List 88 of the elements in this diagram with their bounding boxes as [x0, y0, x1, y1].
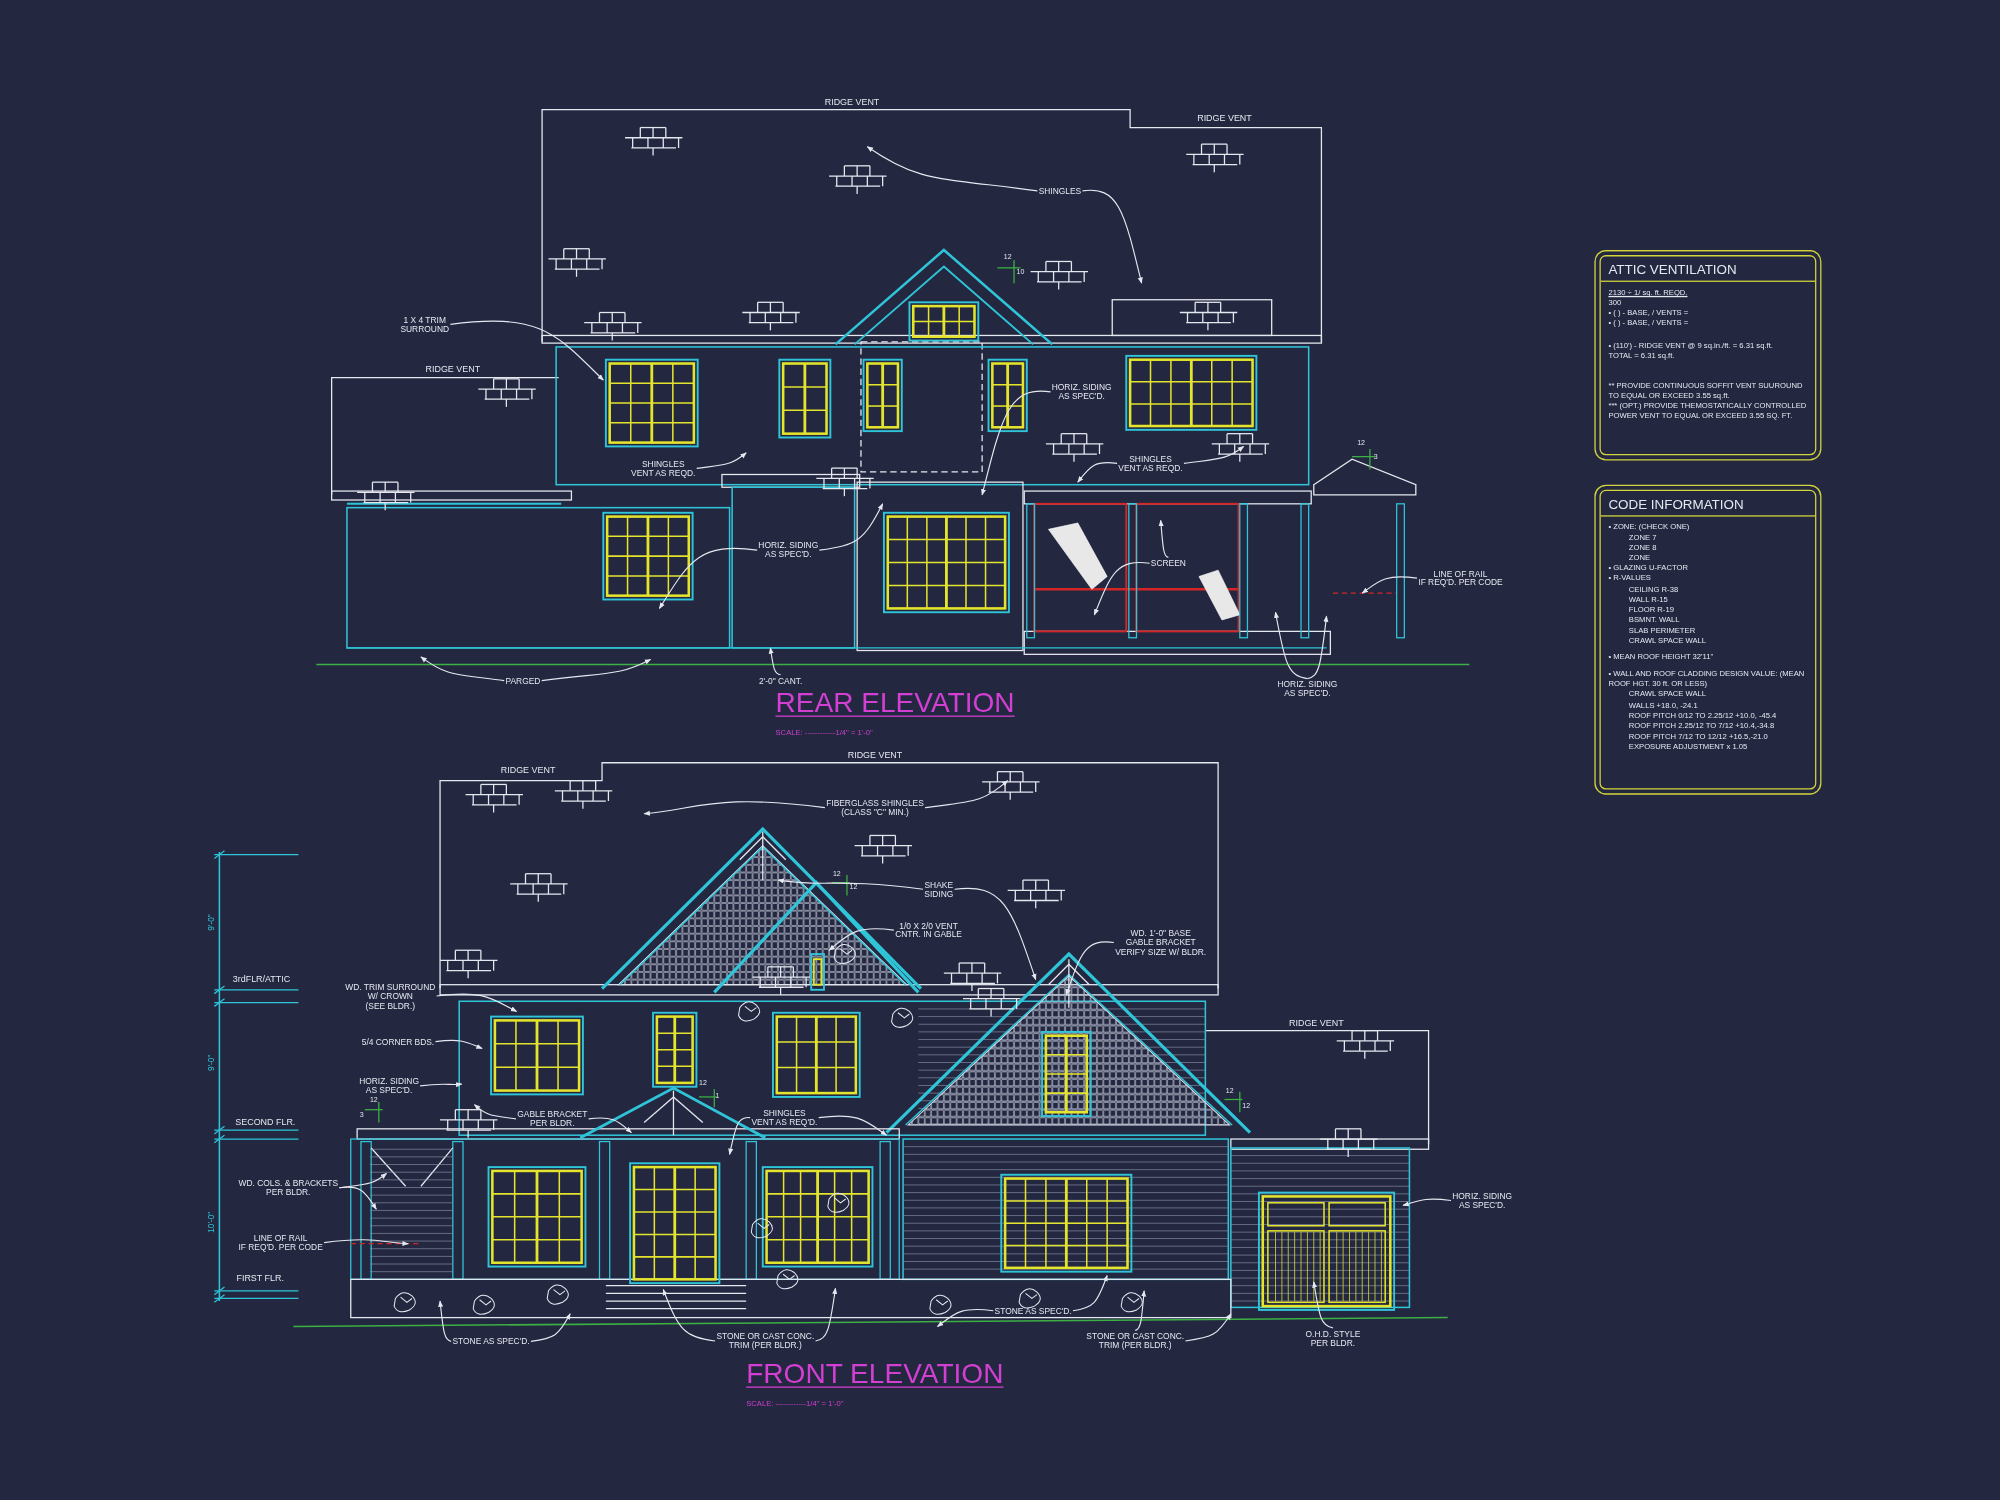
- leader-line: [541, 658, 652, 682]
- leader-line: [473, 1104, 517, 1120]
- leader-line: [1184, 1313, 1232, 1342]
- note-label: HORIZ. SIDING AS SPEC'D.: [1452, 1191, 1513, 1210]
- panel-heading: ATTIC VENTILATION: [1600, 258, 1816, 282]
- leader-line: [338, 1172, 388, 1189]
- leader-line: [436, 993, 518, 1013]
- leader-line: [777, 878, 924, 890]
- note-label: 3rdFLR/ATTIC: [232, 974, 291, 984]
- leader-line: [1077, 462, 1118, 483]
- note-label: RIDGE VENT: [1197, 113, 1252, 123]
- leader-line: [1081, 189, 1143, 284]
- note-label: WD. 1'-0" BASE GABLE BRACKET VERIFY SIZE W/ BLDR.: [1115, 928, 1207, 957]
- leader-line: [924, 780, 1009, 809]
- note-label: LINE OF RAIL IF REQ'D. PER CODE: [1418, 568, 1503, 588]
- note-label: RIDGE VENT: [500, 765, 556, 775]
- leader-line: [662, 1288, 716, 1342]
- leader-line: [449, 320, 604, 381]
- note-label: SHINGLES VENT AS REQD.: [1118, 454, 1183, 473]
- leader-line: [588, 1117, 632, 1134]
- note-label: SHINGLES VENT AS REQD.: [631, 459, 696, 478]
- notes-panel: [1594, 484, 1822, 795]
- note-label: HORIZ. SIDING AS SPEC'D.: [359, 1076, 419, 1096]
- note-label: LINE OF RAIL IF REQ'D. PER CODE: [238, 1233, 323, 1252]
- note-label: 5/4 CORNER BDS.: [361, 1037, 435, 1047]
- leader-line: [643, 801, 826, 816]
- leader-line: [1072, 1274, 1108, 1312]
- note-label: RIDGE VENT: [824, 96, 880, 106]
- leader-line: [434, 1039, 483, 1050]
- leader-line: [818, 503, 884, 551]
- notes-panel: [1594, 250, 1822, 461]
- leader-line: [936, 1308, 994, 1328]
- note-label: 1/0 X 2/0 VENT CNTR. IN GABLE: [895, 920, 962, 940]
- leader-line: [768, 647, 782, 676]
- note-label: SHAKE SIDING: [924, 880, 954, 899]
- leader-line: [1093, 562, 1151, 616]
- note-label: FIRST FLR.: [236, 1272, 284, 1282]
- note-label: RIDGE VENT: [1289, 1017, 1344, 1027]
- note-label: SECOND FLR.: [235, 1117, 296, 1127]
- leader-line: [530, 1313, 571, 1342]
- leader-line: [818, 1115, 888, 1136]
- leader-line: [1065, 941, 1115, 996]
- leader-line: [1183, 445, 1245, 464]
- note-label: GABLE BRACKET PER BLDR.: [517, 1109, 588, 1129]
- leader-line: [438, 1300, 452, 1342]
- leader-line: [419, 1082, 463, 1088]
- leader-line: [954, 887, 1037, 981]
- leader-line: [323, 1239, 409, 1246]
- note-label: STONE AS SPEC'D.: [452, 1336, 530, 1346]
- leader-line: [815, 1287, 838, 1342]
- leader-line: [728, 1116, 751, 1155]
- dimension-text: 10'-0": [207, 1211, 216, 1233]
- leader-line: [1274, 611, 1308, 680]
- note-label: RIDGE VENT: [425, 364, 481, 374]
- note-label: STONE AS SPEC'D.: [994, 1306, 1072, 1316]
- note-label: 2'-0" CANT.: [758, 676, 803, 686]
- view-title: REAR ELEVATION: [775, 688, 1015, 717]
- note-label: PARGED: [505, 676, 541, 686]
- leader-line: [1402, 1198, 1452, 1207]
- dimension-text: 9'-0": [207, 1054, 216, 1072]
- note-label: O.H.D. STYLE PER BLDR.: [1305, 1329, 1361, 1348]
- note-label: SCREEN: [1150, 558, 1186, 568]
- leader-line: [1134, 1290, 1147, 1331]
- note-label: RIDGE VENT: [847, 750, 903, 759]
- leader-line: [1312, 1281, 1334, 1329]
- note-label: 1 X 4 TRIM SURROUND: [400, 315, 450, 334]
- dimension-text: 9'-0": [207, 914, 216, 931]
- note-label: HORIZ. SIDING AS SPEC'D.: [1051, 382, 1112, 402]
- note-label: SHINGLES VENT AS REQ'D.: [751, 1108, 818, 1127]
- note-label: STONE OR CAST CONC. TRIM (PER BLDR.): [716, 1331, 815, 1351]
- note-label: WD. TRIM SURROUND W/ CROWN (SEE BLDR.): [345, 982, 436, 1010]
- panel-heading: CODE INFORMATION: [1600, 493, 1816, 517]
- leader-line: [866, 146, 1038, 192]
- leader-line: [828, 928, 895, 951]
- leader-line: [420, 656, 505, 682]
- leader-line: [658, 547, 758, 609]
- note-label: SHINGLES: [1038, 186, 1082, 196]
- view-title: FRONT ELEVATION: [746, 1359, 1004, 1388]
- note-label: HORIZ. SIDING AS SPEC'D.: [758, 540, 819, 560]
- leader-line: [981, 390, 1052, 496]
- leader-line: [1361, 576, 1418, 594]
- note-label: WD. COLS. & BRACKETS PER BLDR.: [238, 1178, 339, 1198]
- leader-line: [1158, 519, 1169, 558]
- leader-line: [1306, 615, 1329, 680]
- note-label: STONE OR CAST CONC. TRIM (PER BLDR.): [1086, 1331, 1185, 1351]
- note-label: FIBERGLASS SHINGLES (CLASS "C" MIN.): [826, 798, 924, 817]
- leader-line: [696, 452, 747, 469]
- note-label: HORIZ. SIDING AS SPEC'D.: [1277, 679, 1338, 699]
